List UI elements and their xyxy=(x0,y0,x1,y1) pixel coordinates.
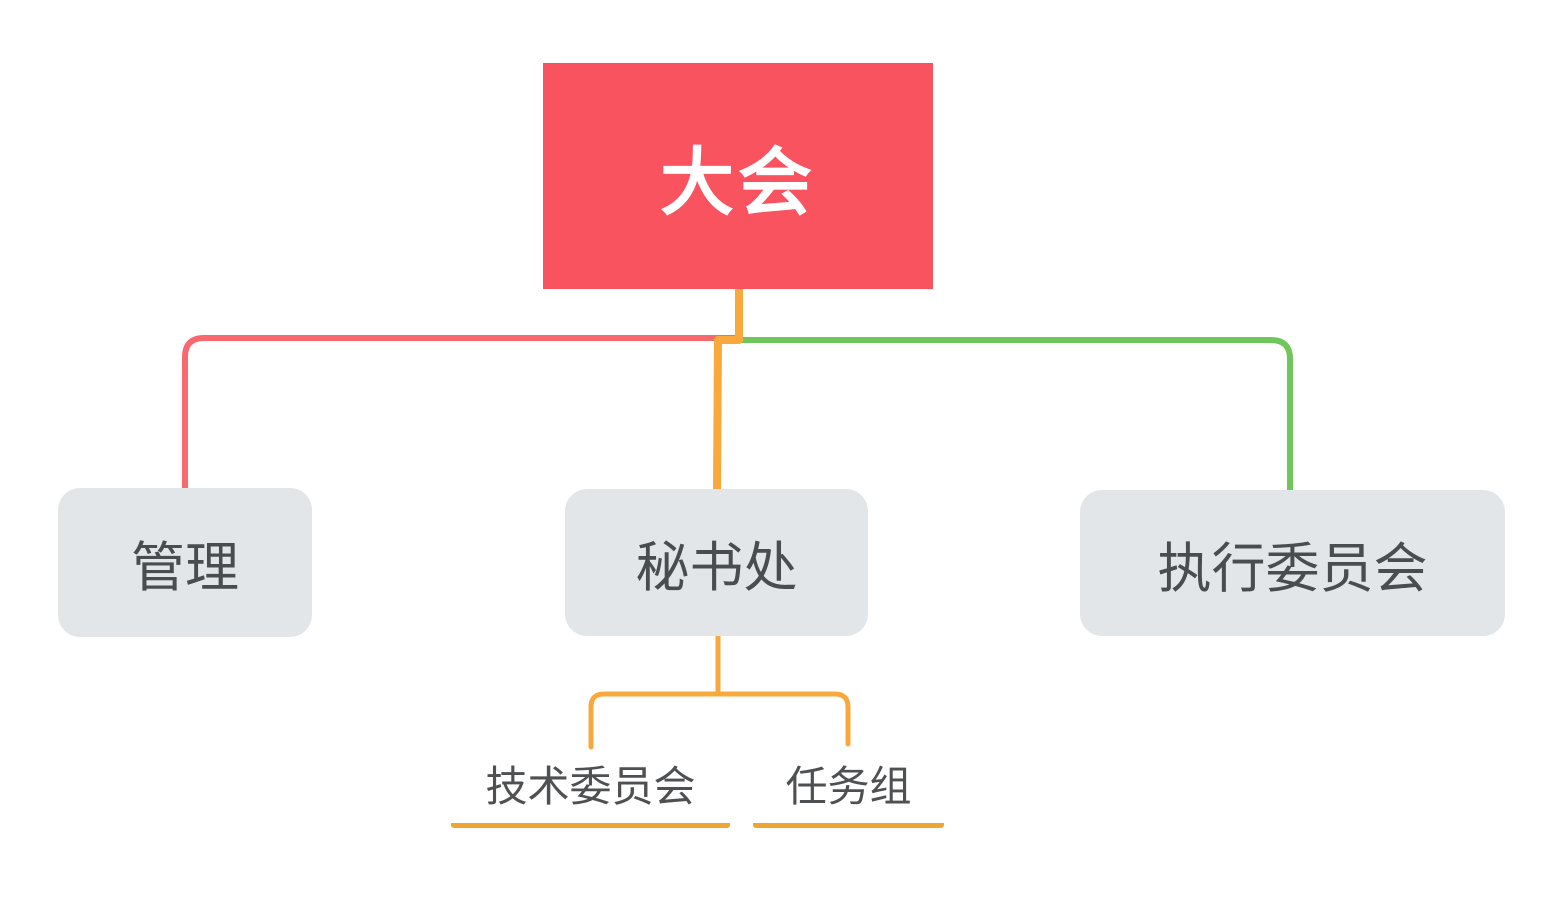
node-task-group[interactable]: 任务组 xyxy=(753,751,944,828)
node-assembly[interactable]: 大会 xyxy=(543,63,933,289)
node-executive-committee[interactable]: 执行委员会 xyxy=(1080,490,1505,636)
connector-assembly-management xyxy=(182,335,740,489)
connector-assembly-executive-committee xyxy=(740,337,1293,491)
connector-assembly-secretariat xyxy=(713,288,743,491)
node-management[interactable]: 管理 xyxy=(58,488,312,637)
node-secretariat[interactable]: 秘书处 xyxy=(565,489,868,636)
connector-secretariat-children xyxy=(588,691,851,750)
node-technical-committee[interactable]: 技术委员会 xyxy=(451,751,730,828)
